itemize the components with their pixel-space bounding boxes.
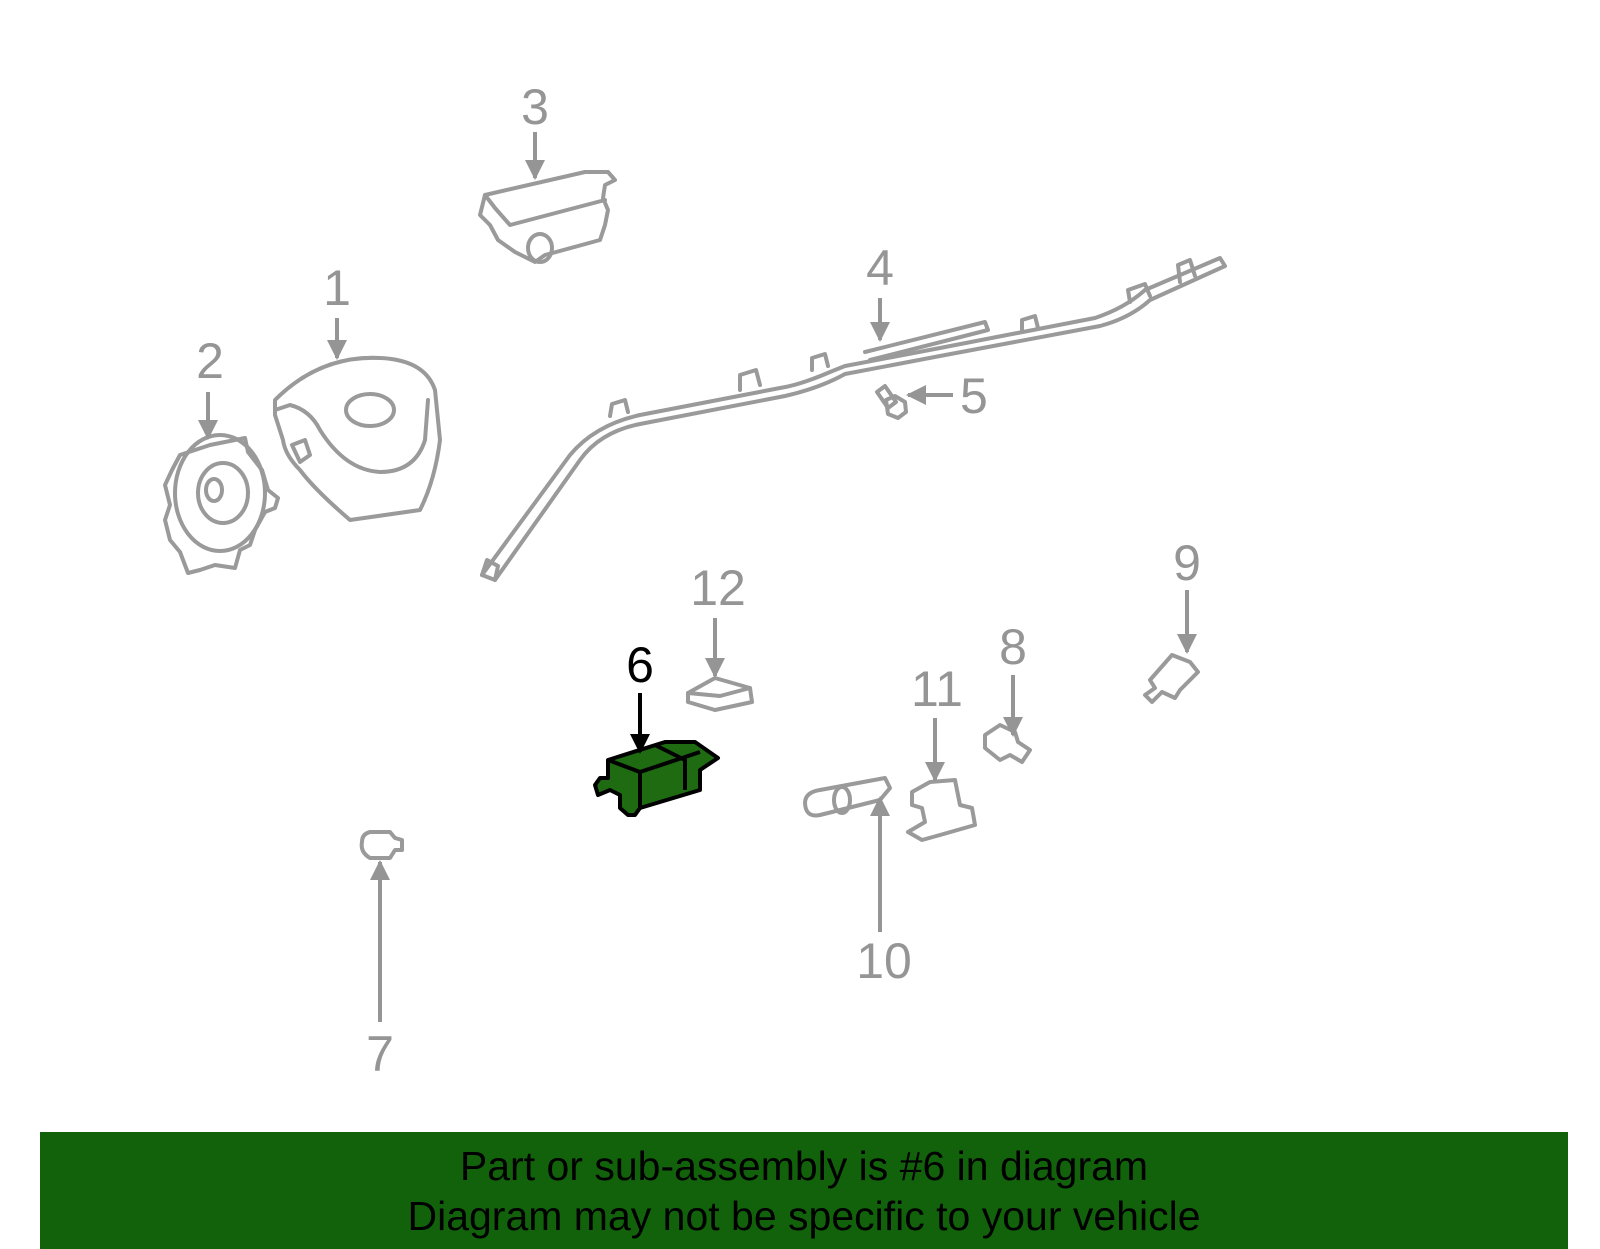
callout-9[interactable]: 9 — [1173, 535, 1201, 591]
part-9-sensor[interactable] — [1143, 653, 1200, 704]
part-11-bracket[interactable] — [906, 778, 977, 842]
callout-2[interactable]: 2 — [196, 333, 224, 389]
callout-8[interactable]: 8 — [999, 619, 1027, 675]
callout-1[interactable]: 1 — [323, 260, 351, 316]
part-2-clockspring[interactable] — [163, 433, 280, 575]
part-8-sensor[interactable] — [983, 723, 1032, 764]
callout-10[interactable]: 10 — [856, 933, 912, 989]
info-banner: Part or sub-assembly is #6 in diagram Di… — [40, 1132, 1568, 1249]
callout-5[interactable]: 5 — [960, 368, 988, 424]
part-10-sensor[interactable] — [803, 776, 892, 818]
callout-3[interactable]: 3 — [521, 79, 549, 135]
part-5-bolt[interactable] — [875, 384, 908, 420]
part-1-airbag-module[interactable] — [273, 355, 442, 522]
part-7-sensor[interactable] — [359, 830, 404, 860]
callout-4[interactable]: 4 — [866, 240, 894, 296]
banner-line-part: Part or sub-assembly is #6 in diagram — [459, 1143, 1149, 1189]
callout-11[interactable]: 11 — [911, 661, 963, 717]
part-3-passenger-airbag[interactable] — [478, 170, 617, 264]
part-6-sensor-module[interactable] — [593, 740, 720, 817]
part-4-curtain-airbag[interactable] — [480, 256, 1227, 582]
callout-6[interactable]: 6 — [626, 637, 654, 693]
part-12-pad[interactable] — [686, 676, 754, 712]
callout-7[interactable]: 7 — [366, 1026, 394, 1082]
banner-line-disclaimer: Diagram may not be specific to your vehi… — [407, 1193, 1201, 1239]
callout-12[interactable]: 12 — [690, 560, 746, 616]
